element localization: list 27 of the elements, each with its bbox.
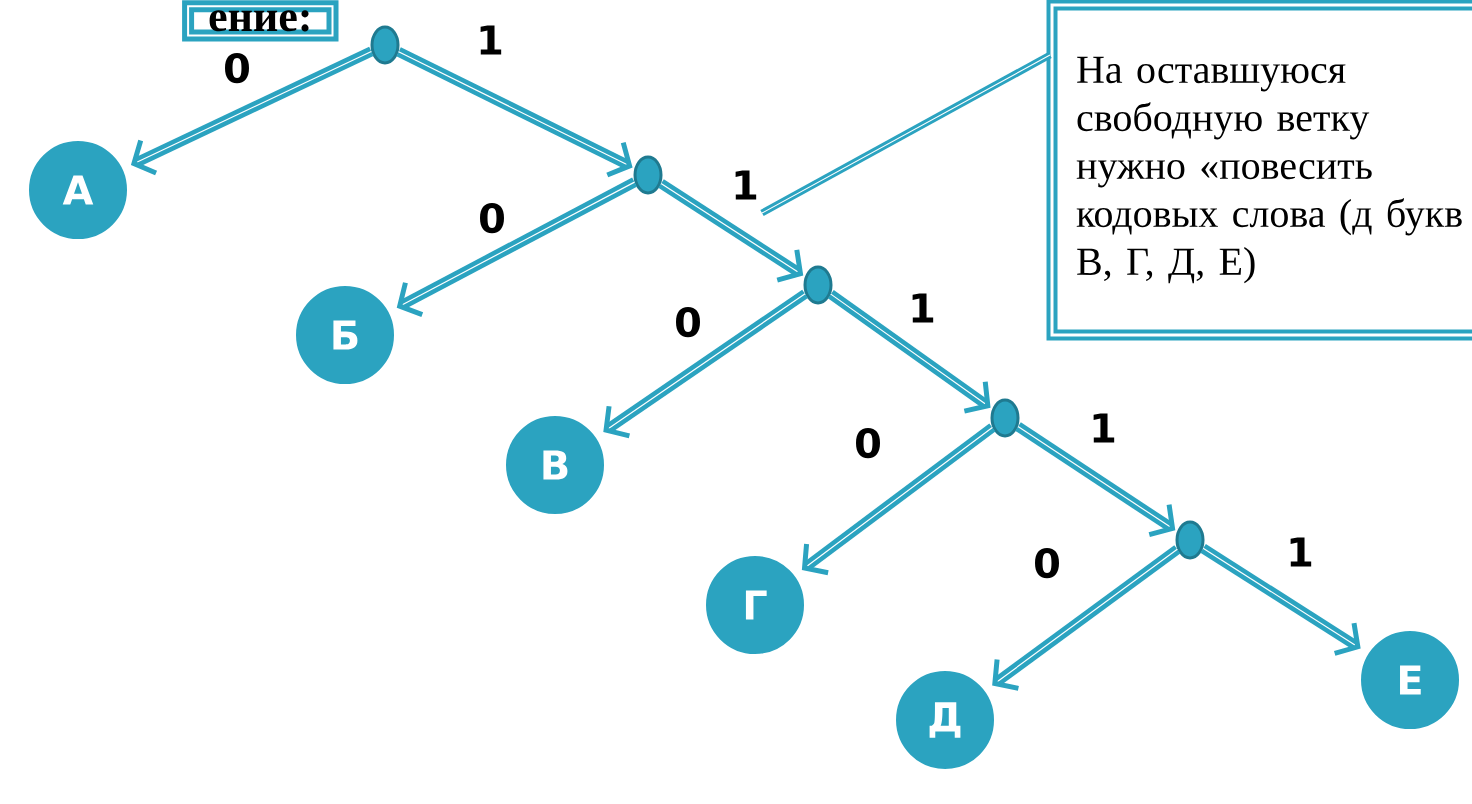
arrow xyxy=(396,177,637,317)
arrow xyxy=(1015,422,1176,538)
arrow xyxy=(1200,544,1361,656)
branch-node xyxy=(803,265,833,305)
edge-label: 0 xyxy=(853,426,883,460)
edge-label: 1 xyxy=(730,169,760,201)
branch-node xyxy=(633,155,663,195)
branch-node xyxy=(370,25,400,65)
arrow xyxy=(603,289,808,439)
callout-box: На оставшуюся свободную ветку нужно «повесить кодовых слова (д букв В, Г, Д, Е) xyxy=(1046,0,1472,341)
arrow xyxy=(396,47,633,178)
title-box: ение: xyxy=(182,0,339,42)
edge-label: 0 xyxy=(673,305,703,339)
branch-node xyxy=(990,398,1020,438)
arrow xyxy=(827,289,991,414)
branch-node xyxy=(1175,520,1205,560)
edge-label: 0 xyxy=(222,51,252,85)
edge-label: 0 xyxy=(477,201,507,235)
arrow xyxy=(992,545,1181,691)
edge-label: 1 xyxy=(1088,412,1118,444)
arrow xyxy=(801,423,996,576)
arrow xyxy=(130,46,374,176)
edge-label: 1 xyxy=(475,24,505,56)
edge-label: 1 xyxy=(907,292,937,324)
edge-label: 1 xyxy=(1285,536,1315,568)
arrow xyxy=(658,179,804,283)
edge-label: 0 xyxy=(1032,546,1062,580)
